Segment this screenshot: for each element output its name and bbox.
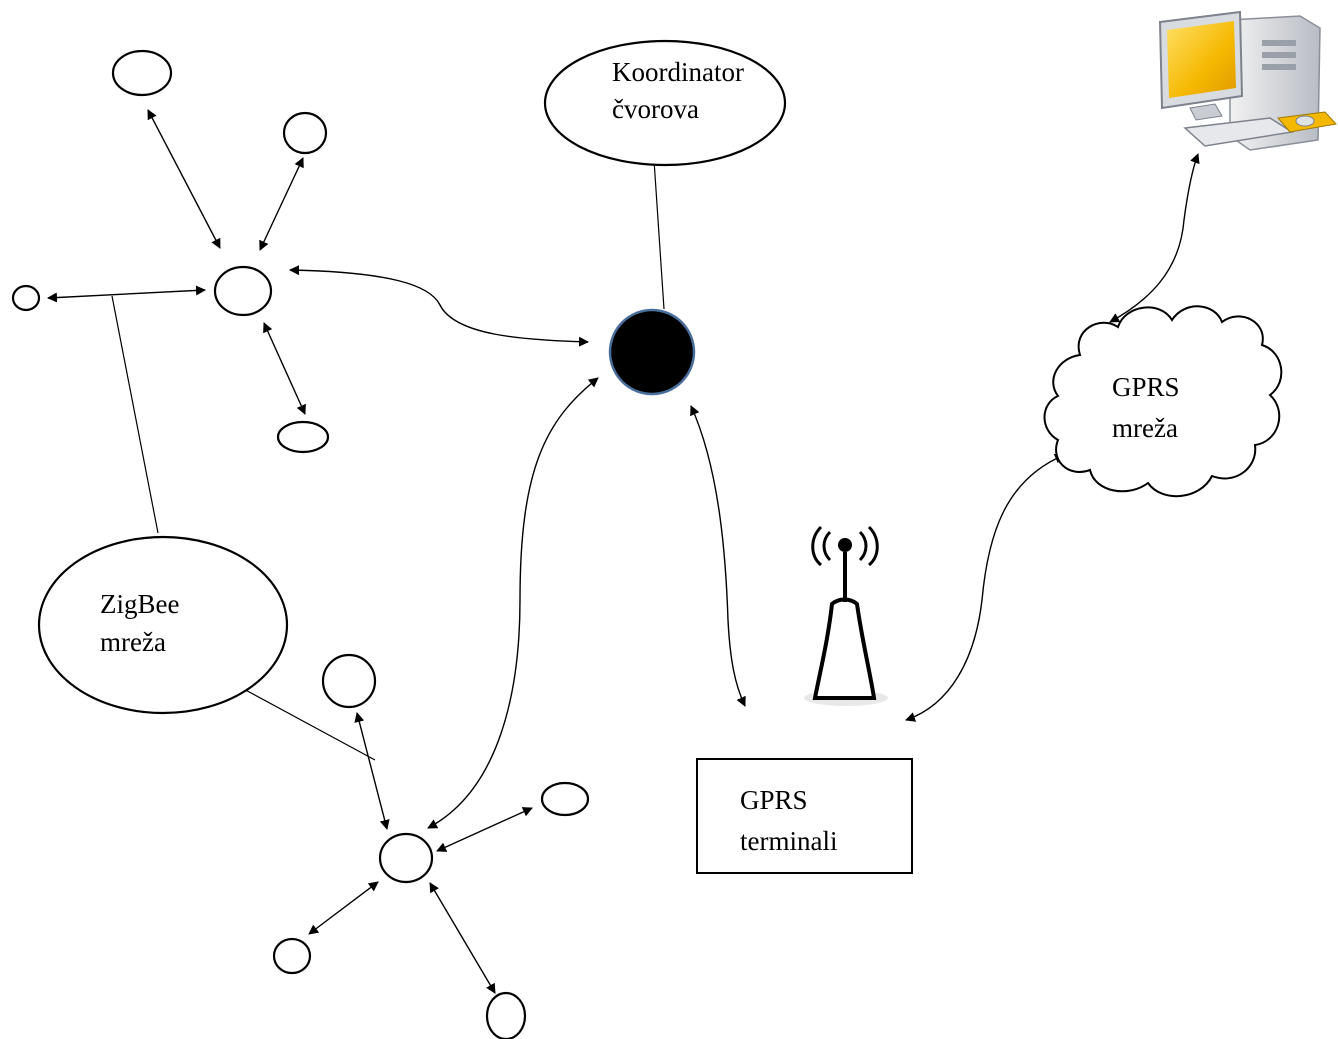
gprs-network-label-line2: mreža: [1112, 413, 1178, 443]
link-arrow: [427, 377, 599, 829]
gprs-terminal-label-line1: GPRS: [740, 785, 808, 815]
link-arrow: [354, 712, 390, 830]
gprs-network-label-line1: GPRS: [1112, 372, 1180, 402]
link-arrow: [436, 807, 533, 852]
callout-line: [111, 295, 159, 534]
zigbee-node: [276, 420, 330, 454]
link-arrow: [289, 265, 589, 347]
gprs-network-cloud: GPRS mreža: [1043, 305, 1283, 498]
zigbee-node: [111, 49, 173, 97]
zigbee-label-line2: mreža: [100, 627, 166, 657]
zigbee-node: [540, 781, 590, 817]
zigbee-router-node: [213, 265, 273, 317]
zigbee-node: [321, 653, 377, 709]
gprs-terminal-box: [696, 758, 913, 874]
link-arrow: [147, 109, 221, 249]
link-arrow: [308, 881, 379, 935]
zigbee-network-callout: [37, 535, 289, 715]
callout-line: [653, 159, 665, 310]
link-arrow: [47, 285, 206, 303]
link-arrow: [690, 405, 746, 707]
coordinator-callout: [543, 39, 787, 167]
zigbee-node: [485, 991, 527, 1039]
desktop-computer-icon: [1158, 10, 1337, 151]
zigbee-node: [11, 284, 41, 312]
coordinator-label-line2: čvorova: [612, 94, 699, 124]
coordinator-node: [608, 308, 696, 396]
link-arrow: [259, 157, 304, 251]
callout-line: [239, 686, 376, 761]
link-arrow: [905, 453, 1065, 722]
zigbee-router-node: [378, 832, 434, 884]
antenna-icon: [804, 525, 888, 706]
gprs-terminal-label-line2: terminali: [740, 826, 837, 856]
zigbee-node: [272, 937, 312, 975]
zigbee-node: [282, 111, 328, 155]
link-arrow: [263, 322, 306, 415]
link-arrow: [429, 882, 496, 994]
coordinator-label-line1: Koordinator: [612, 57, 744, 87]
zigbee-label-line1: ZigBee: [100, 589, 179, 619]
link-arrow: [1109, 153, 1200, 323]
